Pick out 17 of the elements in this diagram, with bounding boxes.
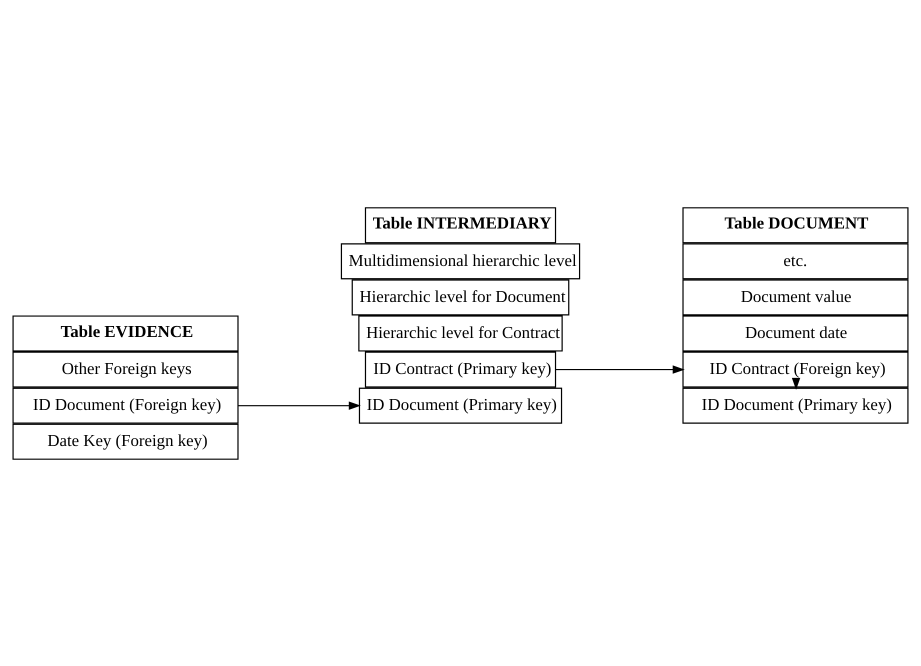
node-box: Hierarchic level for Document: [352, 278, 570, 315]
node-box: ID Contract (Primary key): [364, 351, 556, 388]
node-box: etc.: [682, 242, 909, 279]
node-box: ID Document (Primary key): [358, 387, 562, 424]
node-box: Table DOCUMENT: [682, 206, 909, 243]
node-box: Document date: [682, 314, 909, 352]
node-box: Multidimensional hierarchic level: [340, 242, 580, 279]
node-box: Hierarchic level for Contract: [358, 314, 563, 352]
node-box: Table EVIDENCE: [12, 314, 239, 352]
arrow: [238, 400, 361, 410]
arrow: [792, 377, 800, 390]
node-box: Other Foreign keys: [12, 351, 239, 388]
node-box: ID Document (Foreign key): [12, 387, 239, 424]
arrow: [556, 364, 685, 374]
node-box: Document value: [682, 278, 909, 315]
node-box: Table INTERMEDIARY: [364, 206, 556, 243]
node-box: Date Key (Foreign key): [12, 423, 239, 460]
